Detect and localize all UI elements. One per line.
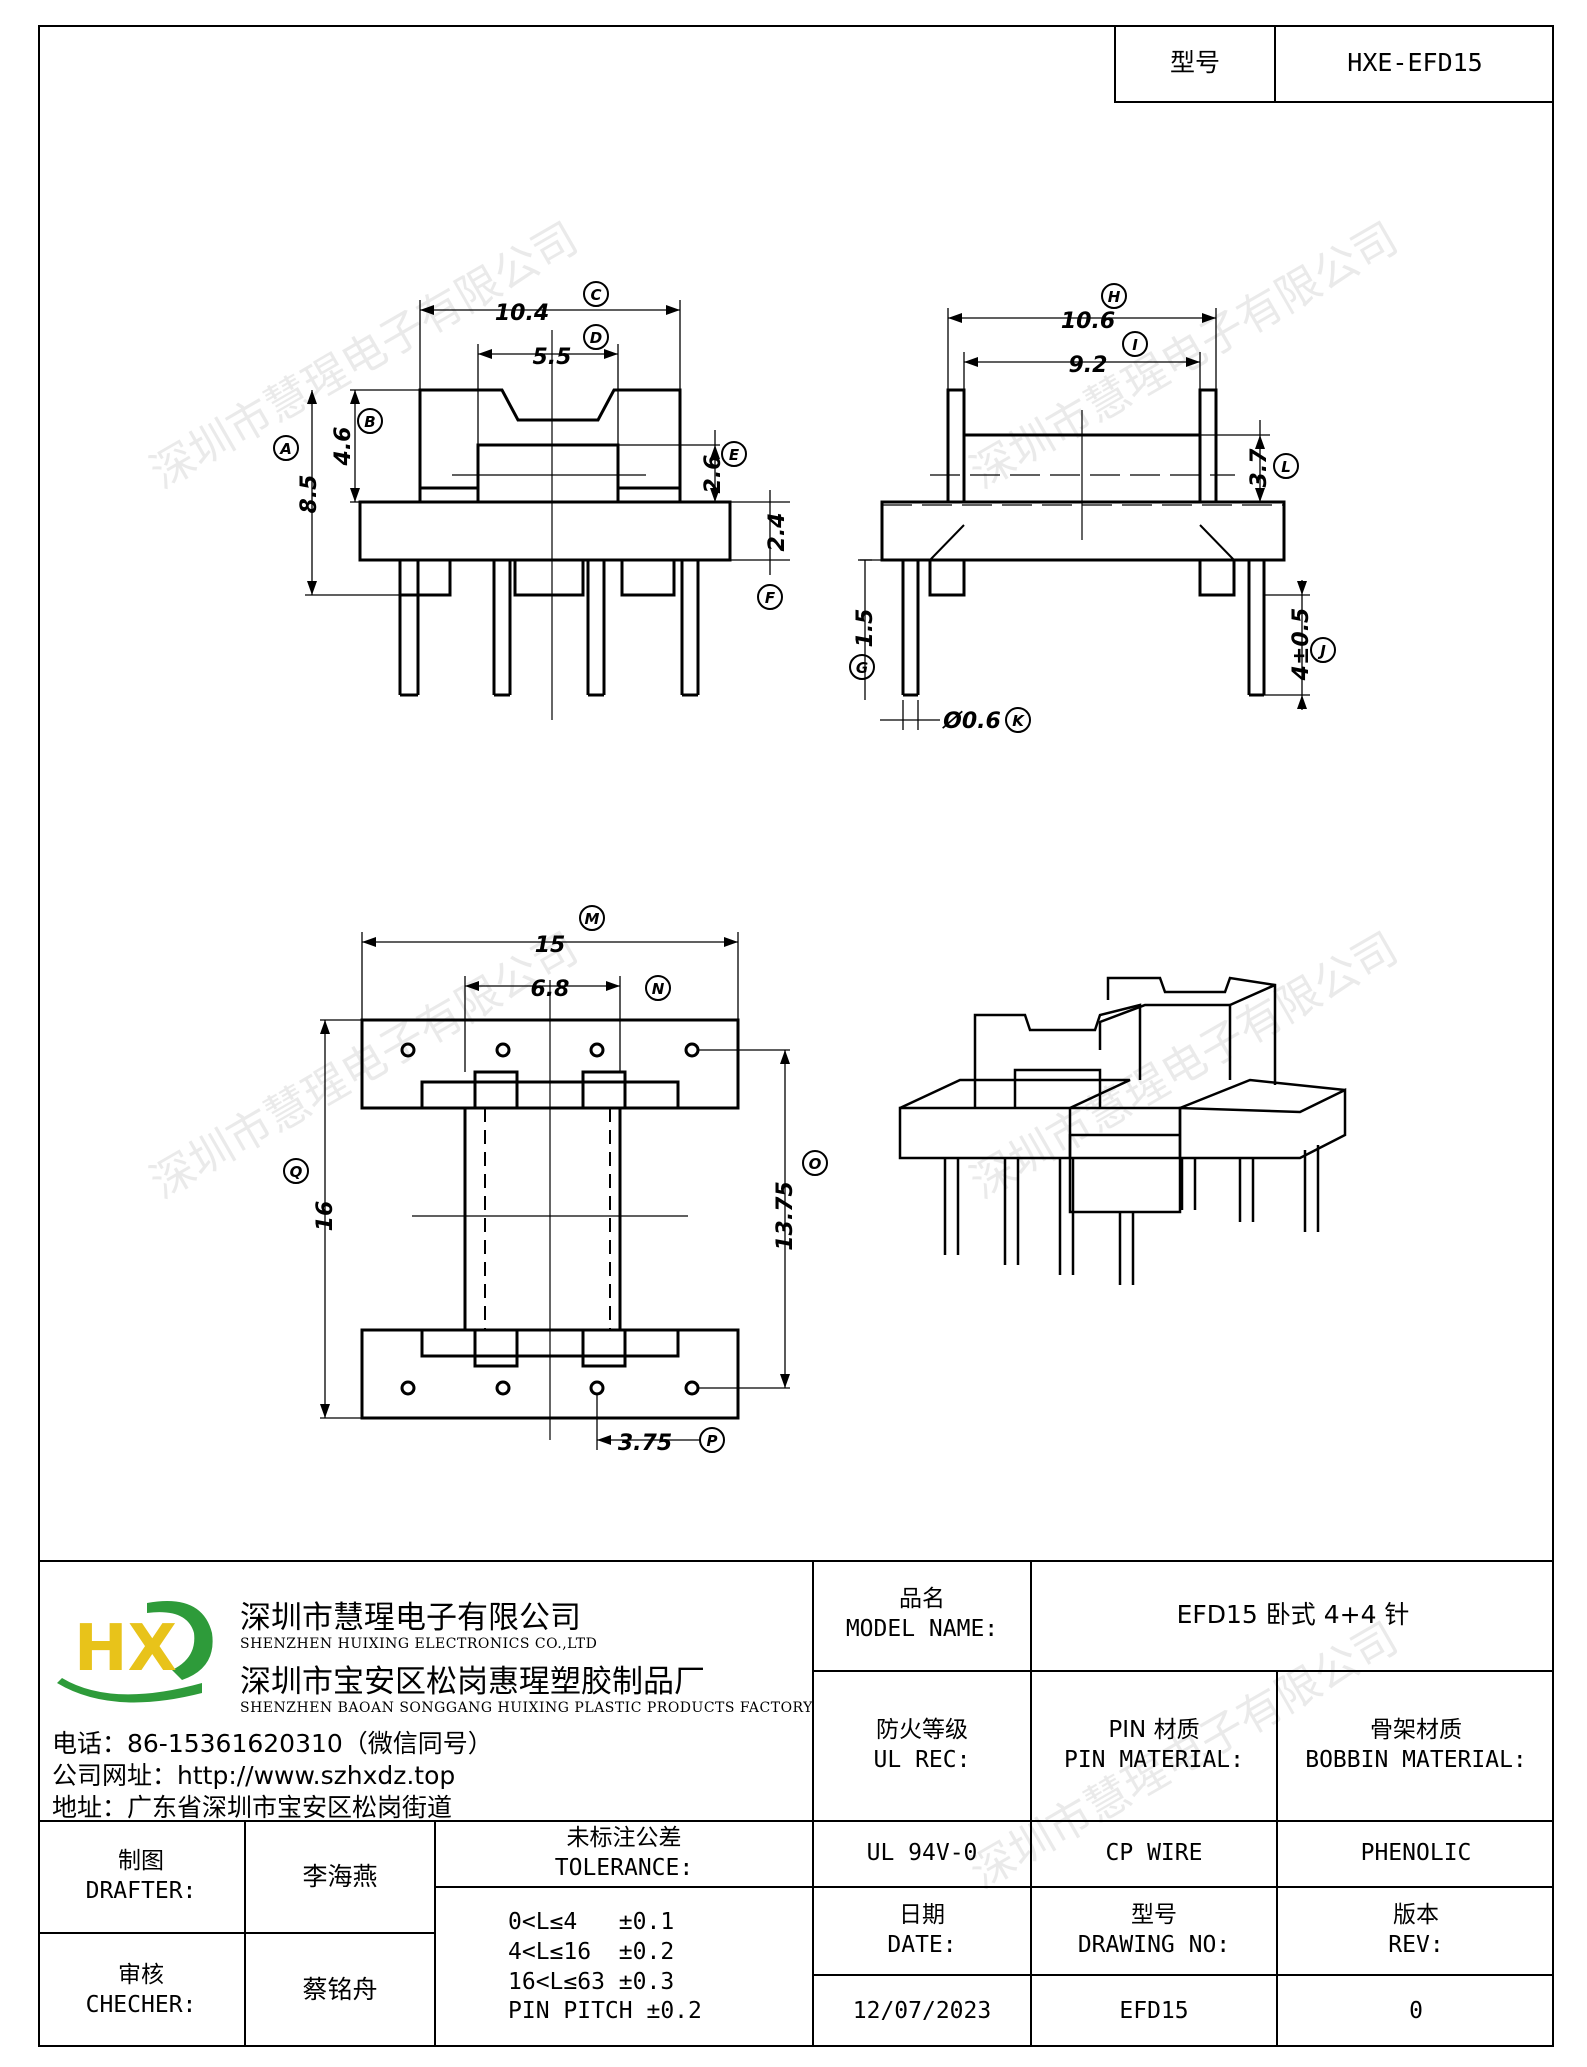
company-name-en: SHENZHEN HUIXING ELECTRONICS CO.,LTD: [240, 1636, 598, 1652]
tolerance-values-cell: 0<L≤4 ±0.1 4<L≤16 ±0.2 16<L≤63 ±0.3 PIN …: [434, 1886, 814, 2047]
technical-drawing: 10.4 5.5 10.6 9.2 15 6.8 3.75 Ø0.6 4.6 8…: [273, 281, 1347, 1456]
company-logo: HX: [57, 1601, 213, 1703]
pin-material-label-cell: PIN 材质 PIN MATERIAL:: [1030, 1670, 1278, 1822]
bobbin-material-value-cell: PHENOLIC: [1276, 1820, 1554, 1888]
tag-p: P: [707, 1432, 718, 1450]
tolerance-line: 16<L≤63 ±0.3: [508, 1968, 675, 1995]
dim-g-value: 1.5: [853, 609, 878, 648]
company-phone: 电话：86-15361620310（微信同号）: [52, 1729, 493, 1758]
dimension-lines: [305, 300, 1310, 1450]
tag-j: J: [1317, 642, 1326, 660]
dim-i-value: 9.2: [1069, 353, 1108, 378]
tag-b: B: [364, 413, 375, 431]
company-name-zh: 深圳市慧瑆电子有限公司: [240, 1600, 581, 1636]
tag-l: L: [1281, 458, 1291, 476]
tag-d: D: [590, 329, 602, 347]
dim-e-value: 2.6: [701, 455, 726, 494]
front-view: [358, 388, 732, 697]
factory-name-en: SHENZHEN BAOAN SONGGANG HUIXING PLASTIC …: [240, 1700, 813, 1716]
dim-d-value: 5.5: [533, 345, 572, 370]
tag-o: O: [809, 1155, 822, 1173]
pin-material-value-cell: CP WIRE: [1030, 1820, 1278, 1888]
arrowheads: [307, 305, 1307, 1445]
dim-p-value: 3.75: [618, 1431, 672, 1456]
side-view: [880, 388, 1286, 697]
dim-k-value: Ø0.6: [941, 709, 1001, 734]
tag-f: F: [765, 589, 776, 607]
header-model-label: 型号: [1114, 25, 1276, 103]
drawing-no-label-cell: 型号 DRAWING NO:: [1030, 1886, 1278, 1976]
checker-label-cell: 审核 CHECHER:: [38, 1932, 246, 2047]
tag-g: G: [856, 659, 868, 677]
company-website: 公司网址：http://www.szhxdz.top: [52, 1761, 456, 1790]
tag-h: H: [1108, 288, 1121, 306]
checker-name-cell: 蔡铭舟: [244, 1932, 436, 2047]
tolerance-label-cell: 未标注公差 TOLERANCE:: [434, 1820, 814, 1888]
header-model-value: HXE-EFD15: [1274, 25, 1554, 103]
company-address: 地址：广东省深圳市宝安区松岗街道: [52, 1793, 453, 1822]
drafter-name-cell: 李海燕: [244, 1820, 436, 1934]
rev-label-cell: 版本 REV:: [1276, 1886, 1554, 1976]
title-block-border: [38, 1560, 1554, 1562]
ul-rec-label-cell: 防火等级 UL REC:: [812, 1670, 1032, 1822]
dim-b-value: 4.6: [331, 427, 356, 467]
tag-n: N: [652, 980, 665, 998]
dim-q-value: 16: [313, 1201, 338, 1232]
drawing-frame: [38, 25, 1554, 2047]
drawing-no-value-cell: EFD15: [1030, 1974, 1278, 2047]
tag-e: E: [729, 446, 740, 464]
tag-c: C: [590, 286, 601, 304]
tolerance-line: 4<L≤16 ±0.2: [508, 1938, 675, 1965]
tag-k: K: [1012, 712, 1025, 730]
dimension-tags: C D B A E F H I L G J K M N Q O P: [273, 281, 1336, 1453]
dim-h-value: 10.6: [1061, 309, 1115, 334]
model-name-label-cell: 品名 MODEL NAME:: [812, 1560, 1032, 1672]
factory-name-zh: 深圳市宝安区松岗惠瑆塑胶制品厂: [240, 1664, 705, 1700]
tolerance-line: PIN PITCH ±0.2: [508, 1998, 702, 2025]
dim-m-value: 15: [535, 933, 566, 958]
tag-q: Q: [290, 1163, 303, 1181]
ul-value-cell: UL 94V-0: [812, 1820, 1032, 1888]
dim-n-value: 6.8: [531, 977, 570, 1002]
tag-m: M: [585, 910, 600, 928]
bobbin-material-label-cell: 骨架材质 BOBBIN MATERIAL:: [1276, 1670, 1554, 1822]
dim-c-value: 10.4: [495, 301, 549, 326]
tolerance-line: 0<L≤4 ±0.1: [508, 1908, 675, 1935]
tag-a: A: [279, 440, 292, 458]
logo-letters: HX: [74, 1612, 177, 1686]
dim-l-value: 3.7: [1247, 448, 1272, 488]
date-value-cell: 12/07/2023: [812, 1974, 1032, 2047]
dim-o-value: 13.75: [773, 1181, 798, 1251]
tag-i: I: [1132, 336, 1138, 354]
date-label-cell: 日期 DATE:: [812, 1886, 1032, 1976]
dim-f-value: 2.4: [765, 513, 790, 552]
model-name-value-cell: EFD15 卧式 4+4 针: [1030, 1560, 1554, 1672]
dim-j-value: 4±0.5: [1289, 608, 1314, 682]
isometric-view: [898, 976, 1347, 1285]
drafter-label-cell: 制图 DRAFTER:: [38, 1820, 246, 1934]
dim-a-value: 8.5: [297, 475, 322, 514]
rev-value-cell: 0: [1276, 1974, 1554, 2047]
